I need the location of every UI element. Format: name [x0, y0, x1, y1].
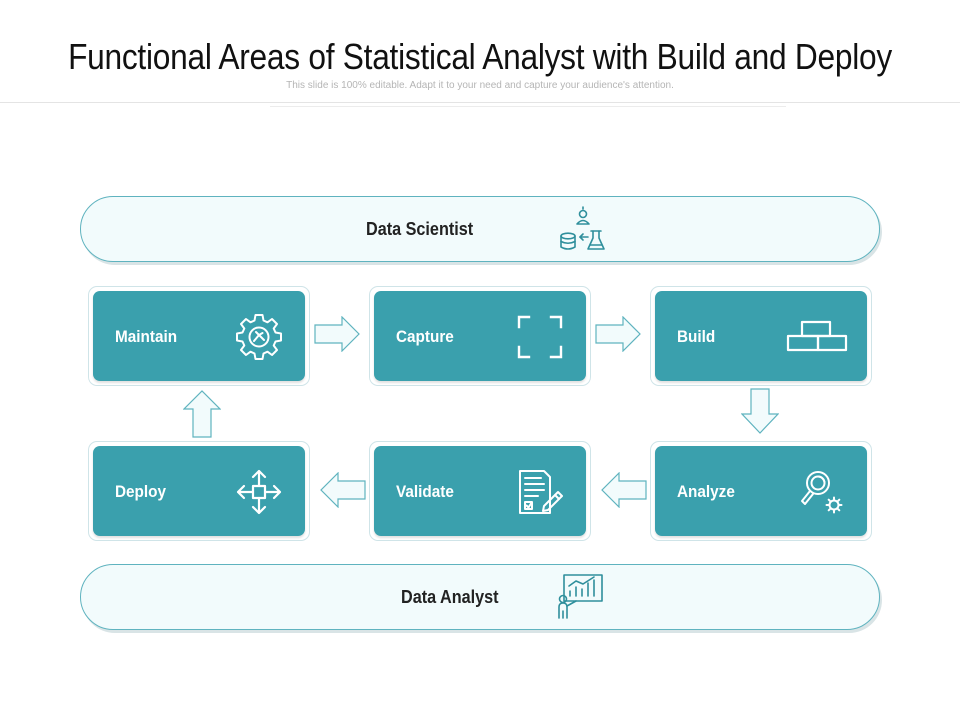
step-card-validate: Validate: [369, 441, 591, 541]
page-title: Functional Areas of Statistical Analyst …: [68, 36, 892, 77]
document-pen-icon: [519, 470, 563, 514]
presenter-chart-icon: [558, 574, 603, 619]
arrow-deploy-to-maintain: [183, 390, 221, 438]
data-analyst-band: [80, 564, 880, 630]
analyze-card-face: Analyze: [655, 446, 867, 536]
maintain-label: Maintain: [115, 327, 178, 346]
arrow-capture-to-build: [595, 316, 641, 352]
data-analyst-label: Data Analyst: [401, 587, 499, 607]
maintain-card-face: Maintain: [93, 291, 305, 381]
scientist-database-flask-icon: [560, 206, 605, 250]
arrow-build-to-analyze: [741, 388, 779, 434]
arrow-maintain-to-capture: [314, 316, 360, 352]
data-scientist-label: Data Scientist: [366, 219, 474, 239]
step-card-analyze: Analyze: [650, 441, 872, 541]
page-subtitle: This slide is 100% editable. Adapt it to…: [286, 80, 674, 91]
step-card-maintain: Maintain: [88, 286, 310, 386]
gear-wrench-icon: [236, 314, 282, 360]
capture-frame-icon: [517, 315, 563, 359]
analyze-label: Analyze: [677, 482, 735, 501]
deploy-label: Deploy: [115, 482, 167, 501]
move-arrows-icon: [236, 469, 282, 515]
step-card-deploy: Deploy: [88, 441, 310, 541]
deploy-card-face: Deploy: [93, 446, 305, 536]
magnifier-gear-icon: [801, 471, 843, 514]
capture-card-face: Capture: [374, 291, 586, 381]
subtitle-divider: [270, 106, 786, 107]
step-card-capture: Capture: [369, 286, 591, 386]
validate-label: Validate: [396, 482, 454, 501]
arrow-analyze-to-validate: [601, 472, 647, 508]
build-label: Build: [677, 327, 716, 346]
build-card-face: Build: [655, 291, 867, 381]
step-card-build: Build: [650, 286, 872, 386]
title-divider: [0, 102, 960, 103]
capture-label: Capture: [396, 327, 454, 346]
data-scientist-band: [80, 196, 880, 262]
brick-blocks-icon: [786, 320, 848, 352]
arrow-validate-to-deploy: [320, 472, 366, 508]
validate-card-face: Validate: [374, 446, 586, 536]
